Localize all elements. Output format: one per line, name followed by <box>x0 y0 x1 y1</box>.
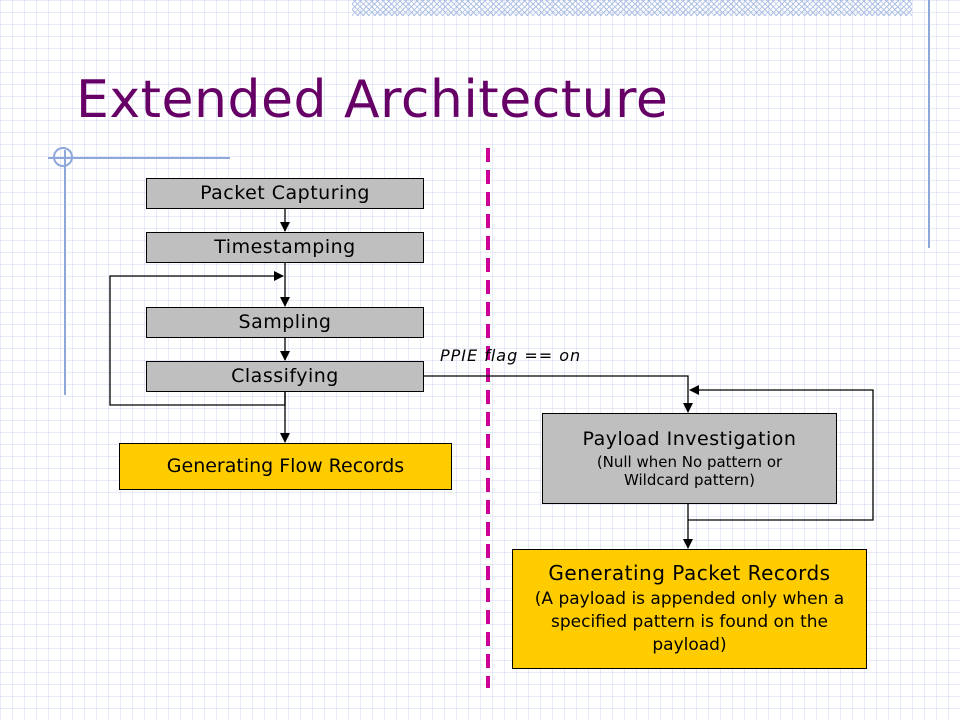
loop-back-arrow-left <box>109 271 286 406</box>
packet-records-title: Generating Packet Records <box>548 561 831 586</box>
timestamping-box: Timestamping <box>146 232 424 263</box>
sampling-label: Sampling <box>238 311 332 334</box>
packet-capturing-label: Packet Capturing <box>200 182 370 205</box>
packet-records-note: (A payload is appended only when a speci… <box>534 589 845 655</box>
loop-back-arrow-right <box>688 385 874 521</box>
hatched-header-band <box>352 0 912 16</box>
arrow-classify-to-payload <box>424 375 693 413</box>
classifying-label: Classifying <box>231 365 339 388</box>
packet-capturing-box: Packet Capturing <box>146 178 424 209</box>
payload-investigation-note: (Null when No pattern or Wildcard patter… <box>596 453 783 490</box>
sampling-box: Sampling <box>146 307 424 338</box>
decorative-vertical-rule <box>928 0 930 248</box>
decorative-left-rule <box>64 150 66 395</box>
timestamping-label: Timestamping <box>214 236 356 259</box>
classifying-box: Classifying <box>146 361 424 392</box>
payload-investigation-title: Payload Investigation <box>582 427 797 450</box>
flow-records-label: Generating Flow Records <box>166 455 405 478</box>
payload-investigation-box: Payload Investigation (Null when No patt… <box>542 413 837 504</box>
slide-title: Extended Architecture <box>76 70 669 130</box>
packet-records-box: Generating Packet Records (A payload is … <box>512 549 867 669</box>
decorative-horizontal-rule <box>48 157 230 159</box>
decorative-ring <box>53 147 73 167</box>
flow-records-box: Generating Flow Records <box>119 443 452 490</box>
ppie-flag-label: PPIE flag == on <box>440 346 582 365</box>
